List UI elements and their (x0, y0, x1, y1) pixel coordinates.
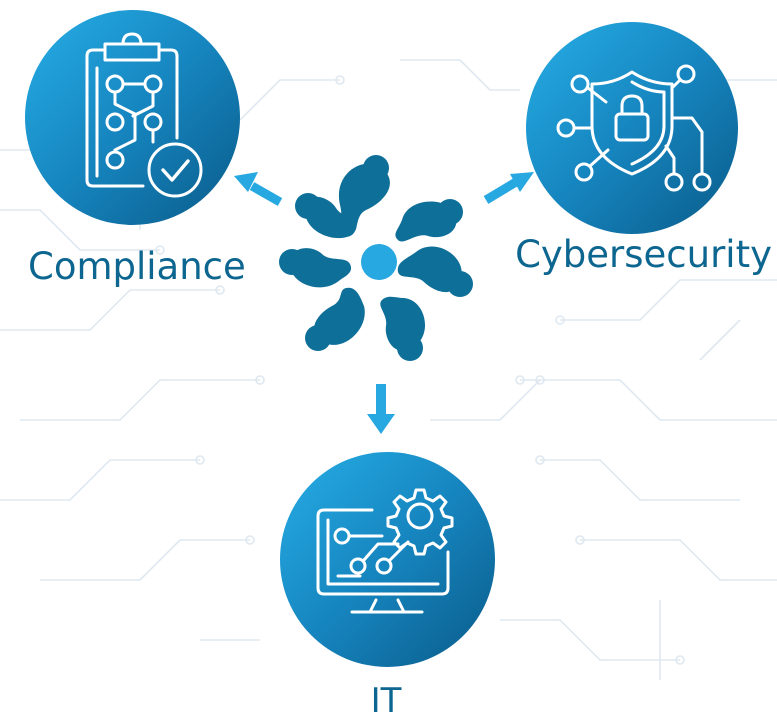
cybersecurity-node[interactable] (526, 22, 738, 234)
clipboard-checklist-icon (85, 32, 203, 198)
it-node[interactable] (280, 452, 495, 667)
it-label: IT (370, 681, 402, 721)
cybersecurity-label: Cybersecurity (515, 233, 772, 276)
shield-lock-network-icon (556, 64, 712, 192)
compliance-node[interactable] (25, 10, 240, 225)
monitor-gear-icon (316, 488, 454, 614)
compliance-label: Compliance (28, 245, 246, 288)
